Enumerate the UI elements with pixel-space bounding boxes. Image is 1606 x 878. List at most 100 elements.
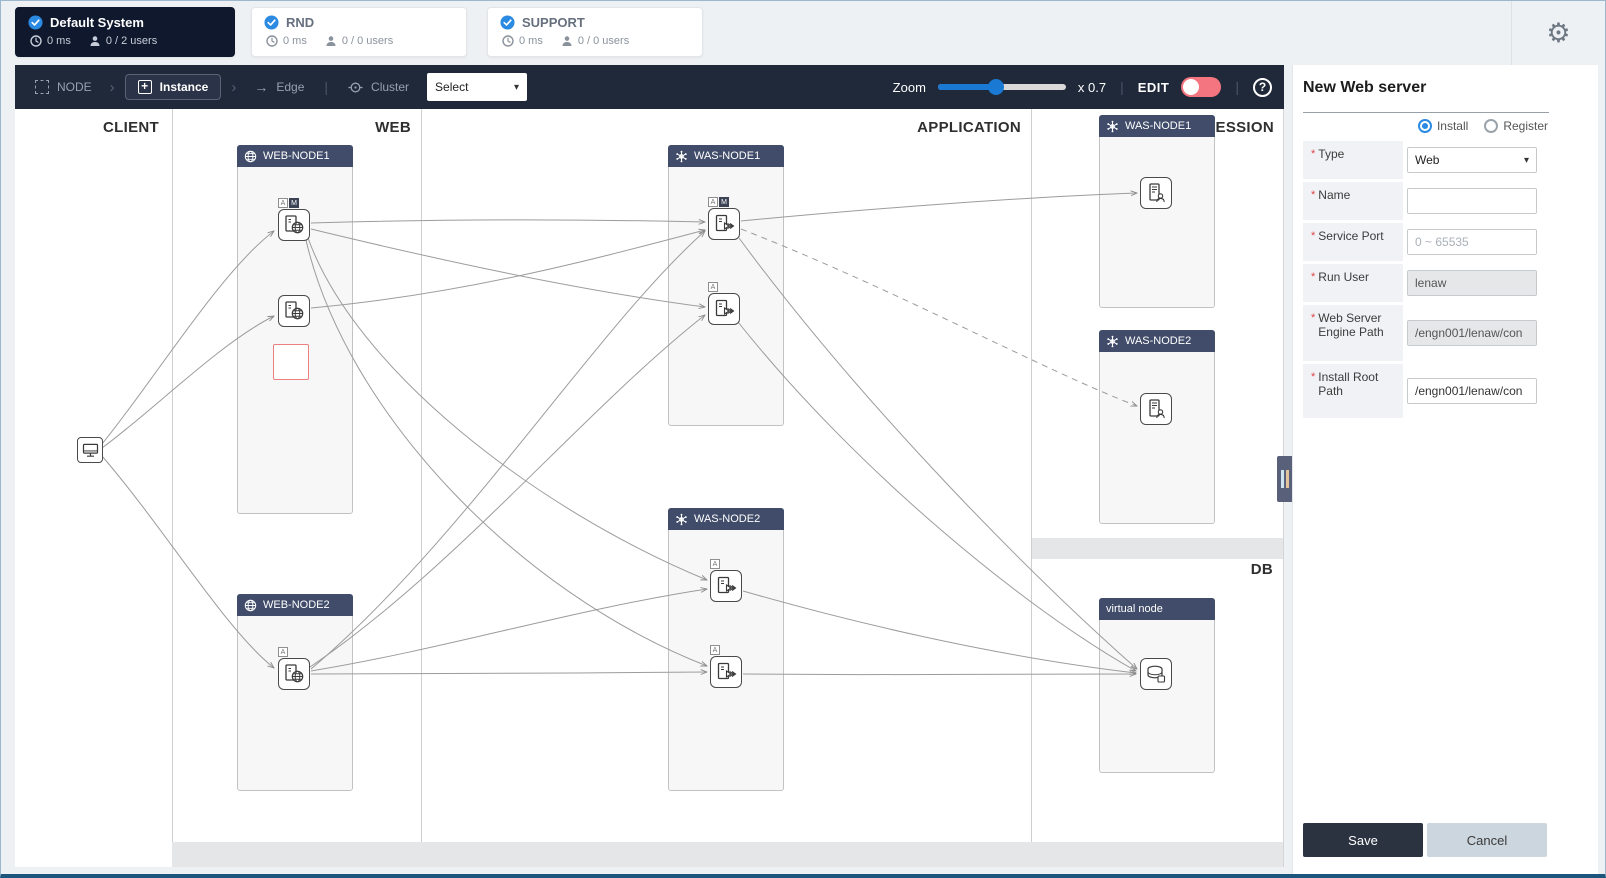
panel-collapse-handle[interactable] [1277, 456, 1292, 502]
was-node1-instance-2[interactable]: A [708, 282, 740, 325]
system-tab-support[interactable]: SUPPORT 0 ms 0 / 0 users [487, 7, 703, 57]
topology-canvas[interactable]: CLIENT WEB APPLICATION SESSION DB WEB-NO… [15, 109, 1284, 867]
node-tool-button[interactable]: NODE [27, 75, 100, 99]
install-radio[interactable]: Install [1417, 119, 1468, 133]
register-radio[interactable]: Register [1484, 119, 1548, 133]
service-port-input[interactable] [1407, 229, 1537, 255]
session-server-icon [1144, 397, 1168, 421]
field-label: *Install Root Path [1303, 364, 1403, 418]
check-circle-icon [28, 15, 43, 30]
clock-icon [502, 35, 514, 47]
zone-label-db: DB [1250, 561, 1273, 578]
node-title: virtual node [1106, 603, 1163, 615]
client-instance[interactable] [77, 437, 103, 463]
db-virtual-instance[interactable] [1140, 658, 1172, 690]
form-row-name: *Name [1303, 182, 1549, 220]
system-tab-title: SUPPORT [500, 15, 690, 30]
users-value: 0 / 0 users [577, 35, 630, 47]
zone-divider [172, 109, 173, 867]
edit-label: EDIT [1137, 79, 1170, 95]
web-server-icon [282, 662, 306, 686]
cancel-button[interactable]: Cancel [1427, 823, 1547, 857]
edit-mode-toggle[interactable] [1181, 77, 1222, 97]
web-node2-instance-1[interactable]: A [278, 647, 310, 690]
zone-label-web: WEB [375, 119, 411, 136]
users-icon [325, 35, 337, 47]
arrow-right-icon: → [254, 79, 269, 95]
zone-label-session: SESSION [1205, 119, 1274, 136]
toolbar-select-dropdown[interactable]: Select ▾ [427, 73, 528, 101]
web-node1-instance-2[interactable] [278, 295, 310, 327]
zoom-slider-thumb[interactable] [987, 79, 1004, 95]
panel-divider [1303, 112, 1549, 113]
panel-title: New Web server [1303, 79, 1427, 96]
zone-divider [421, 109, 422, 867]
clock-icon [266, 35, 278, 47]
instance-tool-button[interactable]: + Instance [124, 74, 222, 100]
users-icon [561, 35, 573, 47]
form-row-service-port: *Service Port [1303, 223, 1549, 261]
cluster-tool-label: Cluster [371, 80, 410, 94]
client-computer-icon [80, 440, 101, 461]
session-db-divider-band [1032, 538, 1283, 559]
node-session-was-node2[interactable]: WAS-NODE2 [1099, 330, 1215, 524]
marquee-icon [35, 80, 49, 94]
zoom-factor-value: x 0.7 [1077, 79, 1107, 95]
node-title: WAS-NODE2 [1125, 335, 1192, 347]
was-node2-instance-1[interactable]: A [710, 559, 742, 602]
zoom-slider-fill [937, 84, 996, 90]
system-name: RND [286, 15, 315, 30]
system-tab-rnd[interactable]: RND 0 ms 0 / 0 users [251, 7, 467, 57]
toolbar-divider: | [1235, 79, 1239, 95]
system-tab-default-system[interactable]: Default System 0 ms 0 / 2 users [15, 7, 235, 57]
toolbar-divider: | [1120, 79, 1124, 95]
system-name: SUPPORT [522, 15, 585, 30]
field-label: *Web Server Engine Path [1303, 305, 1403, 361]
new-web-server-panel: New Web server Install Register *Type We… [1292, 65, 1598, 874]
check-circle-icon [500, 15, 515, 30]
was-server-icon [714, 574, 738, 598]
zoom-slider[interactable] [937, 79, 1066, 95]
node-web-node2[interactable]: WEB-NODE2 [237, 594, 353, 791]
instance-badges: A [710, 559, 720, 569]
session-server-icon [1144, 181, 1168, 205]
users-icon [89, 35, 101, 47]
edge-layer [101, 109, 1284, 867]
radio-selected-icon [1417, 119, 1432, 133]
new-web-server-placement-slot[interactable] [273, 344, 309, 380]
field-label: *Type [1303, 141, 1403, 179]
type-select[interactable]: Web ▾ [1407, 147, 1537, 173]
was-server-icon [712, 297, 736, 321]
form-row-run-user: *Run User [1303, 264, 1549, 302]
session-was-node1-instance[interactable] [1140, 177, 1172, 209]
node-tool-label: NODE [57, 80, 92, 94]
node-was-node1[interactable]: WAS-NODE1 [668, 145, 784, 426]
field-label: *Service Port [1303, 223, 1403, 261]
settings-gear-icon[interactable]: ⚙ [1546, 17, 1571, 48]
latency-value: 0 ms [519, 35, 543, 47]
save-button[interactable]: Save [1303, 823, 1423, 857]
edge-tool-label: Edge [276, 80, 305, 94]
install-root-input[interactable] [1407, 378, 1537, 404]
cluster-tool-button[interactable]: Cluster [340, 75, 417, 100]
select-value: Select [435, 80, 469, 94]
session-was-node2-instance[interactable] [1140, 393, 1172, 425]
node-was-node2[interactable]: WAS-NODE2 [668, 508, 784, 791]
node-title: WEB-NODE2 [263, 599, 330, 611]
web-server-icon [282, 299, 306, 323]
name-input[interactable] [1407, 188, 1537, 214]
help-icon[interactable]: ? [1253, 77, 1272, 97]
instance-tool-label: Instance [159, 80, 209, 94]
zone-label-application: APPLICATION [917, 119, 1021, 136]
check-circle-icon [264, 15, 279, 30]
was-node2-instance-2[interactable]: A [710, 645, 742, 688]
cluster-icon [675, 513, 688, 526]
chevron-right-icon: › [231, 78, 237, 96]
system-name: Default System [50, 15, 144, 30]
edge-tool-button[interactable]: → Edge [246, 74, 312, 100]
latency-value: 0 ms [47, 35, 71, 47]
node-session-was-node1[interactable]: WAS-NODE1 [1099, 115, 1215, 308]
